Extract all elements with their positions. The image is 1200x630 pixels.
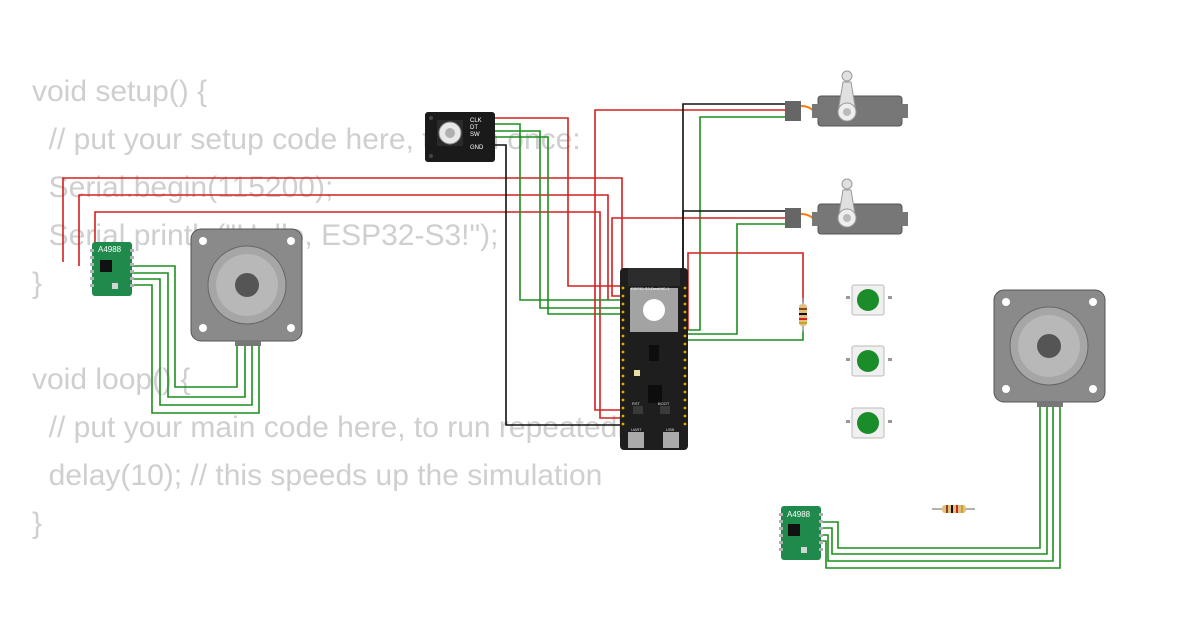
wire-green[interactable]	[131, 272, 246, 398]
wire-green[interactable]	[820, 405, 1048, 555]
wire-green[interactable]	[131, 284, 260, 414]
wire-green[interactable]	[688, 330, 804, 341]
board-usb-uart: UART	[631, 427, 642, 432]
wire-red[interactable]	[78, 194, 609, 300]
code-line: }	[32, 507, 43, 540]
servo-motor-top[interactable]	[785, 70, 908, 127]
board-pin-header-right	[683, 286, 687, 426]
wire-red[interactable]	[687, 252, 804, 330]
driver-label: A4988	[98, 245, 122, 254]
board-pin-header-left	[621, 286, 625, 426]
encoder-pin-dt: DT	[470, 125, 478, 131]
wire-red[interactable]	[495, 117, 622, 287]
encoder-pin-gnd: GND	[470, 145, 484, 151]
wire-black[interactable]	[495, 144, 622, 426]
pushbutton-2[interactable]	[846, 345, 892, 377]
wire-green[interactable]	[495, 123, 622, 301]
wire-red[interactable]	[594, 109, 785, 411]
driver-chip	[788, 524, 800, 536]
wire-green[interactable]	[688, 116, 785, 331]
driver-label: A4988	[787, 510, 811, 519]
code-line: // put your setup code here, to run once…	[32, 123, 581, 156]
wires	[62, 103, 1061, 569]
code-line: void setup() {	[32, 75, 208, 108]
encoder-pin-clk: CLK	[470, 118, 482, 124]
code-line: Serial.begin(115200);	[32, 171, 334, 204]
wire-red[interactable]	[94, 211, 622, 419]
wire-green[interactable]	[820, 405, 1041, 549]
encoder-pin-sw: SW	[470, 132, 480, 138]
board-header-label: ESP32-S3-DevKitC-1	[631, 286, 670, 291]
pushbutton-3[interactable]	[846, 407, 892, 439]
stepper-motor-left[interactable]	[190, 228, 303, 346]
a4988-driver-left[interactable]: A4988	[90, 242, 134, 296]
servo-motor-bottom[interactable]	[785, 178, 908, 235]
wire-green[interactable]	[688, 223, 785, 335]
wire-green[interactable]	[820, 405, 1061, 569]
code-line: delay(10); // this speeds up the simulat…	[32, 459, 603, 492]
wire-green[interactable]	[131, 265, 238, 388]
resistor-horizontal[interactable]	[932, 505, 975, 513]
board-button-rst: RST	[632, 401, 641, 406]
resistor-vertical[interactable]	[799, 298, 807, 332]
wire-green[interactable]	[495, 130, 622, 309]
rotary-encoder[interactable]: CLK DT SW GND	[425, 112, 495, 162]
wire-black[interactable]	[682, 103, 785, 300]
wire-red[interactable]	[611, 217, 785, 297]
driver-chip	[100, 260, 112, 272]
board-usb-usb: USB	[666, 427, 675, 432]
wire-green[interactable]	[495, 136, 622, 315]
code-line: }	[32, 267, 43, 300]
a4988-driver-right[interactable]: A4988	[779, 506, 823, 560]
stepper-motor-right[interactable]	[993, 289, 1106, 407]
esp32-s3-devkit[interactable]: ESP32-S3-DevKitC-1 RST BOOT UART USB	[620, 268, 688, 450]
wire-green[interactable]	[820, 405, 1054, 562]
wire-green[interactable]	[131, 278, 253, 406]
board-button-boot: BOOT	[658, 401, 670, 406]
driver-potentiometer	[801, 547, 807, 553]
driver-potentiometer	[112, 283, 118, 289]
pushbutton-1[interactable]	[846, 284, 892, 316]
wire-red[interactable]	[62, 177, 623, 290]
